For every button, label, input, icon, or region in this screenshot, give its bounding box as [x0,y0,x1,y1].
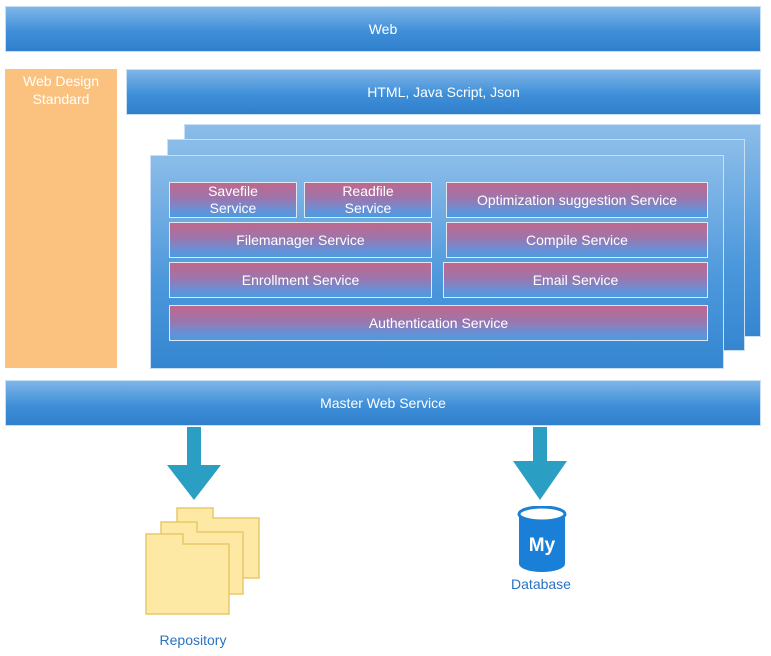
enrollment-service-label: Enrollment Service [241,271,360,288]
repository-label: Repository [159,632,227,648]
compile-service-label: Compile Service [526,231,628,248]
mysql-database-icon: My [517,506,567,572]
email-service-box: Email Service [443,262,708,298]
compile-service-box: Compile Service [446,222,708,258]
arrow-down-database-icon [513,427,567,500]
authentication-service-box: Authentication Service [169,305,708,341]
arrow-down-repository-icon [167,427,221,500]
email-service-label: Email Service [532,271,619,288]
master-web-service-label: Master Web Service [320,395,446,411]
client-tech-label: HTML, Java Script, Json [367,84,520,100]
enrollment-service-box: Enrollment Service [169,262,432,298]
authentication-service-label: Authentication Service [368,314,509,331]
client-tech-bar: HTML, Java Script, Json [126,69,761,115]
standard-label-line1: Web Design [22,73,99,89]
database-label: Database [511,576,571,592]
readfile-line2: Service [344,200,392,216]
repository-folders-icon [145,507,260,615]
savefile-line1: Savefile [208,183,258,199]
filemanager-service-label: Filemanager Service [236,231,365,248]
db-icon-text: My [529,535,556,556]
filemanager-service-box: Filemanager Service [169,222,432,258]
web-layer-label: Web [368,21,398,37]
readfile-service-box: Readfile Service [304,182,432,218]
master-web-service-bar: Master Web Service [5,380,761,426]
savefile-service-box: Savefile Service [169,182,297,218]
optimization-service-box: Optimization suggestion Service [446,182,708,218]
standard-label-line2: Standard [32,91,90,107]
web-design-standard-panel: Web Design Standard [5,69,117,368]
optimization-service-label: Optimization suggestion Service [477,191,677,208]
savefile-line2: Service [209,200,257,216]
web-layer-bar: Web [5,6,761,52]
readfile-line1: Readfile [342,183,394,199]
